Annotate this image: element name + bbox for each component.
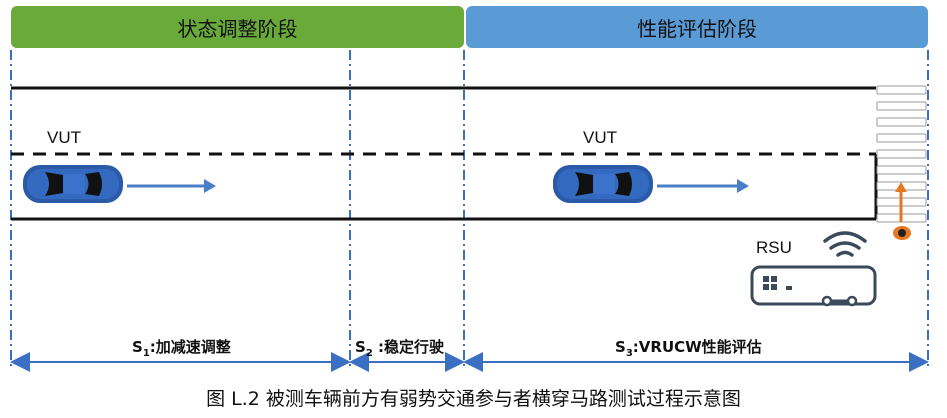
phase-label-state-adjustment: 状态调整阶段	[177, 16, 298, 41]
phase-bar-performance-evaluation: 性能评估阶段	[466, 6, 928, 48]
stage-label-s2: S2 :稳定行驶	[355, 336, 444, 359]
stage-s3-text: :VRUCW性能评估	[632, 338, 762, 356]
vut-label-2: VUT	[583, 128, 617, 147]
wifi-icon	[823, 231, 867, 257]
stage-label-s1: S1:加减速调整	[132, 336, 231, 359]
phase-bar-state-adjustment: 状态调整阶段	[11, 6, 464, 48]
stage-s1-prefix: S	[132, 338, 143, 356]
phase-label-performance-evaluation: 性能评估阶段	[637, 16, 757, 41]
stage-s2-prefix: S	[355, 338, 366, 356]
figure-caption: 图 L.2 被测车辆前方有弱势交通参与者横穿马路测试过程示意图	[206, 388, 741, 410]
stage-s2-text: :稳定行驶	[372, 338, 445, 356]
stage-s1-sub: 1	[142, 348, 150, 359]
stage-s3-sub: 3	[625, 348, 633, 359]
vut-car-2	[553, 165, 653, 203]
rsu-device	[750, 265, 877, 307]
stage-label-s3: S3:VRUCW性能评估	[615, 336, 762, 359]
stage-s3-prefix: S	[615, 338, 626, 356]
phase-guide-lines	[10, 50, 929, 370]
stage-s1-text: :加减速调整	[149, 338, 231, 356]
pedestrian-icon	[893, 182, 911, 240]
stage-s2-sub: 2	[365, 348, 373, 359]
vut-label-1: VUT	[47, 128, 81, 147]
rsu-label: RSU	[756, 238, 792, 257]
vut-car-1	[23, 165, 123, 203]
